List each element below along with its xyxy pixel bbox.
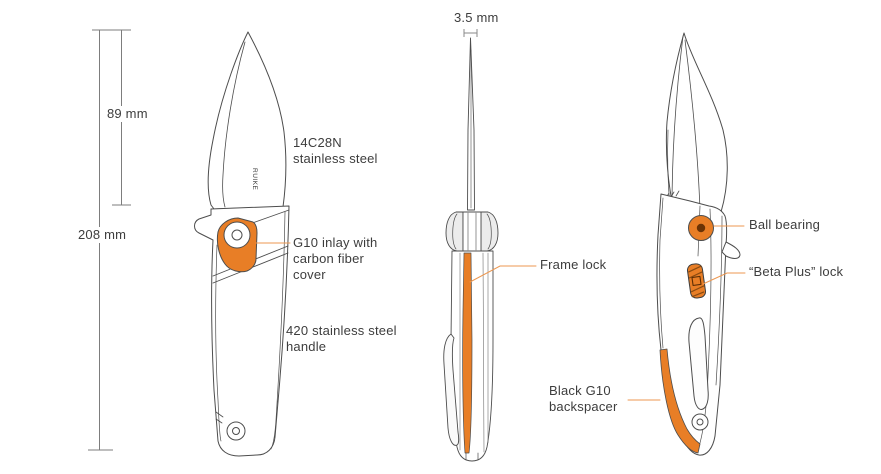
side-handle-screw-center xyxy=(232,427,240,435)
back-handle-inner-right-line xyxy=(715,215,723,386)
blade-steel-label: 14C28N stainless steel xyxy=(293,135,378,167)
edge-pivot-lobe-right xyxy=(480,211,499,252)
leader-frame-lock xyxy=(469,265,537,283)
side-handle xyxy=(194,205,290,457)
backspacer-line2: backspacer xyxy=(549,399,618,414)
back-blade-ridge-line xyxy=(671,35,684,210)
back-handle-screw-center xyxy=(696,418,704,426)
side-blade xyxy=(207,31,287,210)
side-pivot-screw-center xyxy=(231,229,243,241)
leader-beta-plus-lock xyxy=(702,272,746,285)
knife-side-view: RUIKE xyxy=(194,31,290,457)
backspacer-label: Black G10 backspacer xyxy=(549,383,617,415)
back-flipper-tab xyxy=(721,241,741,259)
backspacer-line1: Black G10 xyxy=(549,383,611,398)
back-pocket-clip xyxy=(688,317,709,410)
inlay-label: G10 inlay with carbon fiber cover xyxy=(293,235,377,283)
blade-steel-line2: stainless steel xyxy=(293,151,378,166)
beta-plus-lock-label: “Beta Plus” lock xyxy=(749,264,844,279)
edge-pivot-lobe-right-line xyxy=(486,213,492,250)
leader-lines xyxy=(255,225,746,401)
edge-pocket-clip xyxy=(443,333,460,446)
beta-plus-lock-button xyxy=(686,263,707,299)
edge-standoff-lines xyxy=(465,452,479,461)
ball-bearing-label: Ball bearing xyxy=(749,217,821,232)
handle-material-line2: handle xyxy=(286,339,327,354)
dim-blade-length-label: 89 mm xyxy=(105,106,150,122)
handle-material-label: 420 stainless steel handle xyxy=(286,323,397,355)
back-blade xyxy=(665,32,728,213)
side-handle-inner-right-line xyxy=(270,211,286,450)
edge-pivot-center-lines xyxy=(467,212,477,251)
knife-edge-view xyxy=(443,37,499,462)
edge-handle-layer-lines xyxy=(459,252,489,453)
dimension-thickness-bracket xyxy=(463,29,478,37)
inlay-line2: carbon fiber xyxy=(293,251,365,266)
knife-back-view xyxy=(656,32,741,456)
edge-pivot-lobe-left-line xyxy=(452,213,458,250)
edge-frame-lock-strip xyxy=(462,252,473,454)
blade-steel-line1: 14C28N xyxy=(293,135,342,150)
handle-material-line1: 420 stainless steel xyxy=(286,323,397,338)
back-blade-grind-line xyxy=(684,39,701,211)
inlay-line3: cover xyxy=(293,267,326,282)
back-handle-inner-left-line xyxy=(659,197,664,349)
back-handle-slab-divider xyxy=(696,208,712,453)
frame-lock-label: Frame lock xyxy=(540,257,607,272)
dim-thickness-label: 3.5 mm xyxy=(452,10,501,26)
inlay-line1: G10 inlay with xyxy=(293,235,378,250)
side-handle-inner-left-line xyxy=(215,244,222,442)
dim-overall-length-label: 208 mm xyxy=(76,227,129,243)
ball-bearing-center xyxy=(696,223,706,233)
edge-pivot-lobe-left xyxy=(445,211,464,252)
back-g10-backspacer xyxy=(659,348,701,454)
side-blade-grind-line xyxy=(222,41,246,208)
side-handle-lanyard-notch xyxy=(215,411,224,424)
brand-text: RUIKE xyxy=(251,168,258,191)
edge-pivot-center xyxy=(462,211,482,252)
